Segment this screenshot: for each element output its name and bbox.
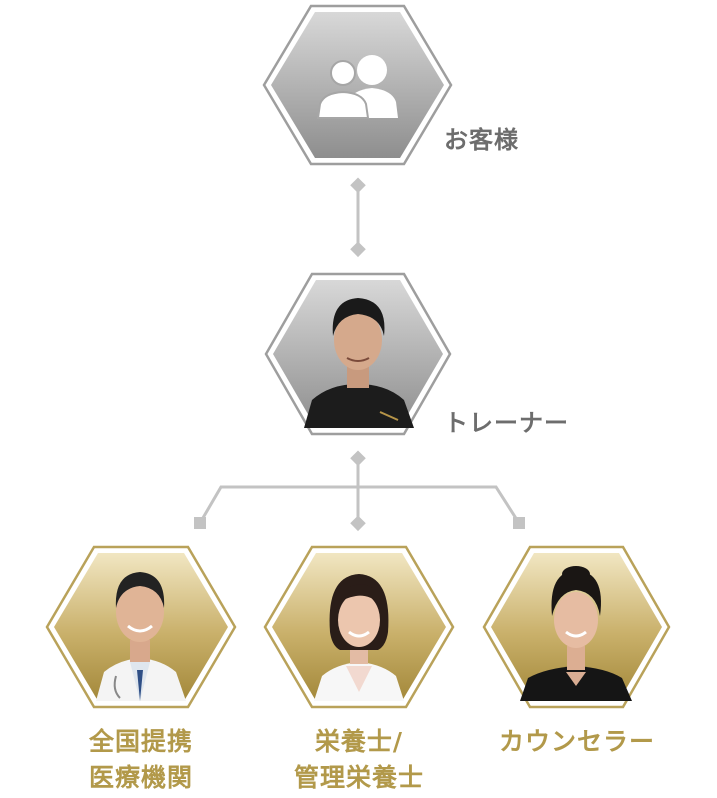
nutritionist-photo bbox=[314, 574, 404, 701]
counselor-label: カウンセラー bbox=[498, 727, 655, 756]
node-counselor bbox=[482, 545, 671, 709]
nutritionist-label: 栄養士/ 管理栄養士 bbox=[272, 724, 446, 796]
connector-square bbox=[194, 517, 206, 529]
hexagon-frame bbox=[264, 272, 452, 436]
customer-label: お客様 bbox=[444, 126, 519, 154]
hexagon-frame bbox=[482, 545, 671, 709]
connector-diamond bbox=[350, 450, 366, 467]
connector-diamond bbox=[350, 177, 366, 194]
connector-diamond bbox=[350, 241, 366, 258]
connector-branch bbox=[198, 485, 521, 524]
doctor-photo bbox=[96, 572, 186, 701]
nutritionist-label-line2: 管理栄養士 bbox=[293, 763, 424, 792]
medical-label: 全国提携 医療機関 bbox=[60, 724, 222, 796]
hexagon-frame bbox=[45, 545, 237, 709]
counselor-photo bbox=[520, 566, 632, 701]
trainer-photo bbox=[304, 298, 414, 428]
hexagon-frame bbox=[262, 4, 453, 166]
node-medical bbox=[45, 545, 237, 709]
connector-diamond bbox=[350, 515, 366, 532]
node-trainer bbox=[264, 272, 452, 436]
hexagon-fill bbox=[271, 12, 444, 158]
nutritionist-label-line1: 栄養士/ bbox=[314, 727, 404, 756]
medical-label-line2: 医療機関 bbox=[88, 763, 193, 792]
hexagon-frame bbox=[263, 545, 455, 709]
connectors bbox=[194, 177, 525, 532]
connector-square bbox=[513, 517, 525, 529]
node-customer bbox=[262, 4, 453, 166]
node-nutritionist bbox=[263, 545, 455, 709]
trainer-label: トレーナー bbox=[444, 409, 569, 437]
users-icon bbox=[316, 55, 398, 119]
medical-label-line1: 全国提携 bbox=[88, 727, 193, 756]
